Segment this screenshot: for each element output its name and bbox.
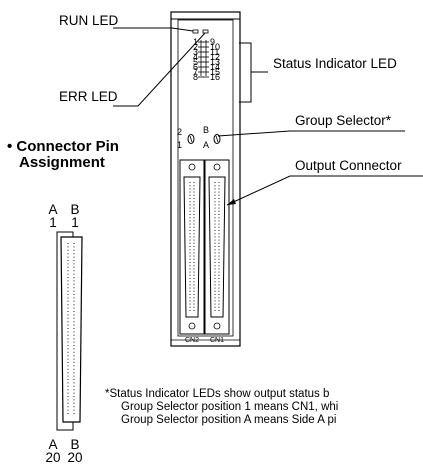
led-num-left-6: 6 xyxy=(192,62,198,72)
cn1-label: CN1 xyxy=(209,337,224,344)
run-led-leader xyxy=(113,27,194,32)
group-selector-leader xyxy=(217,130,405,137)
led-num-right-10: 10 xyxy=(210,42,221,52)
err-led-label: ERR LED xyxy=(59,89,118,104)
led-num-left-8: 8 xyxy=(192,72,198,82)
group-selector-switches xyxy=(187,134,221,144)
connector-cn1 xyxy=(204,159,230,335)
pin-assignment-heading-line1: • Connector Pin xyxy=(7,138,119,155)
run-led-label: RUN LED xyxy=(59,13,119,28)
led-num-left-7: 7 xyxy=(192,67,198,77)
footnote-line2: Group Selector position 1 means CN1, whi xyxy=(121,401,339,413)
pin-top-right-num: 1 xyxy=(71,215,79,230)
selector2-mark-top: B xyxy=(203,125,210,135)
pin-top-left-num: 1 xyxy=(49,215,57,230)
pin-bottom-left-letter: A xyxy=(48,437,58,452)
led-num-right-9: 9 xyxy=(210,37,216,47)
pin-top-right-letter: B xyxy=(70,202,80,217)
err-led xyxy=(202,29,209,34)
cn2-label: CN2 xyxy=(184,337,199,344)
module-face xyxy=(177,19,234,337)
group-selector-label: Group Selector* xyxy=(295,113,392,128)
pin-top-left-letter: A xyxy=(48,202,58,217)
pin-bottom-right-num: 20 xyxy=(67,450,83,465)
led-num-left-3: 3 xyxy=(192,47,198,57)
pin-assignment-heading-line2: Assignment xyxy=(19,154,105,171)
led-num-left-4: 4 xyxy=(192,52,198,62)
footnote-line3: Group Selector position A means Side A p… xyxy=(121,414,337,426)
led-num-right-15: 15 xyxy=(210,67,221,77)
output-connector-leader xyxy=(226,175,423,206)
run-led xyxy=(192,29,199,34)
led-num-right-16: 16 xyxy=(210,72,221,82)
pin-assignment-connector xyxy=(56,231,83,431)
led-num-right-11: 11 xyxy=(210,47,220,57)
led-num-right-12: 12 xyxy=(210,52,221,62)
footnote-line1: *Status Indicator LEDs show output statu… xyxy=(105,388,330,400)
selector2-mark-bottom: A xyxy=(203,140,210,150)
led-num-left-5: 5 xyxy=(192,57,198,67)
selector1-mark-top: 2 xyxy=(177,127,183,137)
output-connector-label: Output Connector xyxy=(295,158,402,173)
status-led-array xyxy=(198,40,209,78)
pin-bottom-right-letter: B xyxy=(70,437,80,452)
led-num-left-1: 1 xyxy=(192,37,198,47)
status-led-label: Status Indicator LED xyxy=(273,56,397,71)
led-num-right-13: 13 xyxy=(210,57,221,67)
connector-cn2 xyxy=(179,159,205,335)
selector1-mark-bottom: 1 xyxy=(177,140,183,150)
err-led-leader xyxy=(113,32,206,107)
led-num-left-2: 2 xyxy=(192,42,198,52)
pin-bottom-left-num: 20 xyxy=(45,450,61,465)
arrow-icon xyxy=(227,199,236,205)
led-num-right-14: 14 xyxy=(210,62,221,72)
